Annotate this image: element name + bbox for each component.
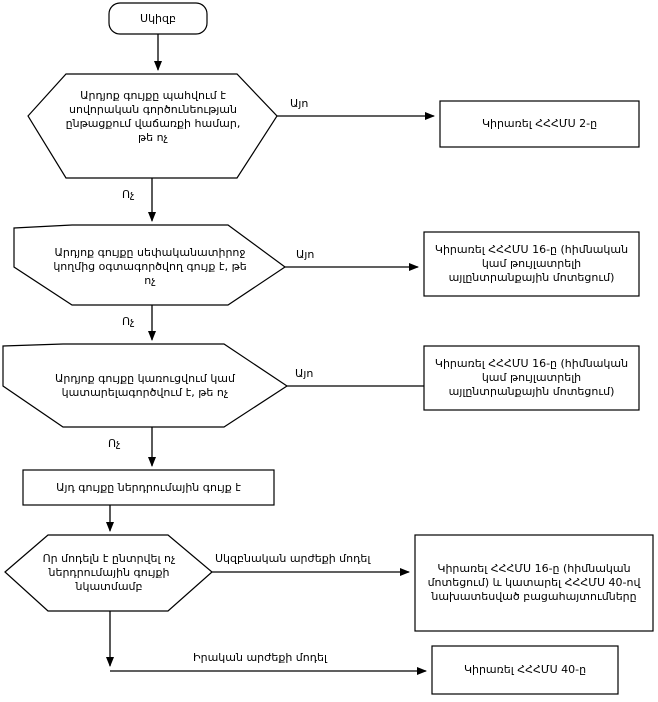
edge-label-decision-3-yes: Այո xyxy=(295,367,314,380)
node-decision-3-shape xyxy=(2,343,289,428)
edge-label-decision-1-yes: Այո xyxy=(290,97,309,110)
edge-label-decision-2-yes: Այո xyxy=(296,248,315,261)
node-result-1-shape xyxy=(439,100,640,148)
edge-label-decision-1-no: Ոչ xyxy=(122,188,135,201)
node-decision-2-shape xyxy=(13,224,287,306)
node-decision-4-shape xyxy=(4,534,213,612)
node-result-2-shape xyxy=(423,231,640,297)
node-process-1-shape xyxy=(22,469,275,506)
edge-label-fair-value-model: Իրական արժեքի մոդել xyxy=(193,651,327,664)
node-decision-1-shape xyxy=(27,73,278,179)
edge-label-decision-3-no: Ոչ xyxy=(108,437,121,450)
edge-label-decision-2-no: Ոչ xyxy=(122,315,135,328)
node-result-4-shape xyxy=(414,534,654,632)
node-result-3-shape xyxy=(423,345,640,411)
node-start-shape xyxy=(108,2,208,35)
node-result-5-shape xyxy=(431,645,619,695)
edge-label-cost-model: Սկզբնական արժեքի մոդել xyxy=(215,552,371,565)
